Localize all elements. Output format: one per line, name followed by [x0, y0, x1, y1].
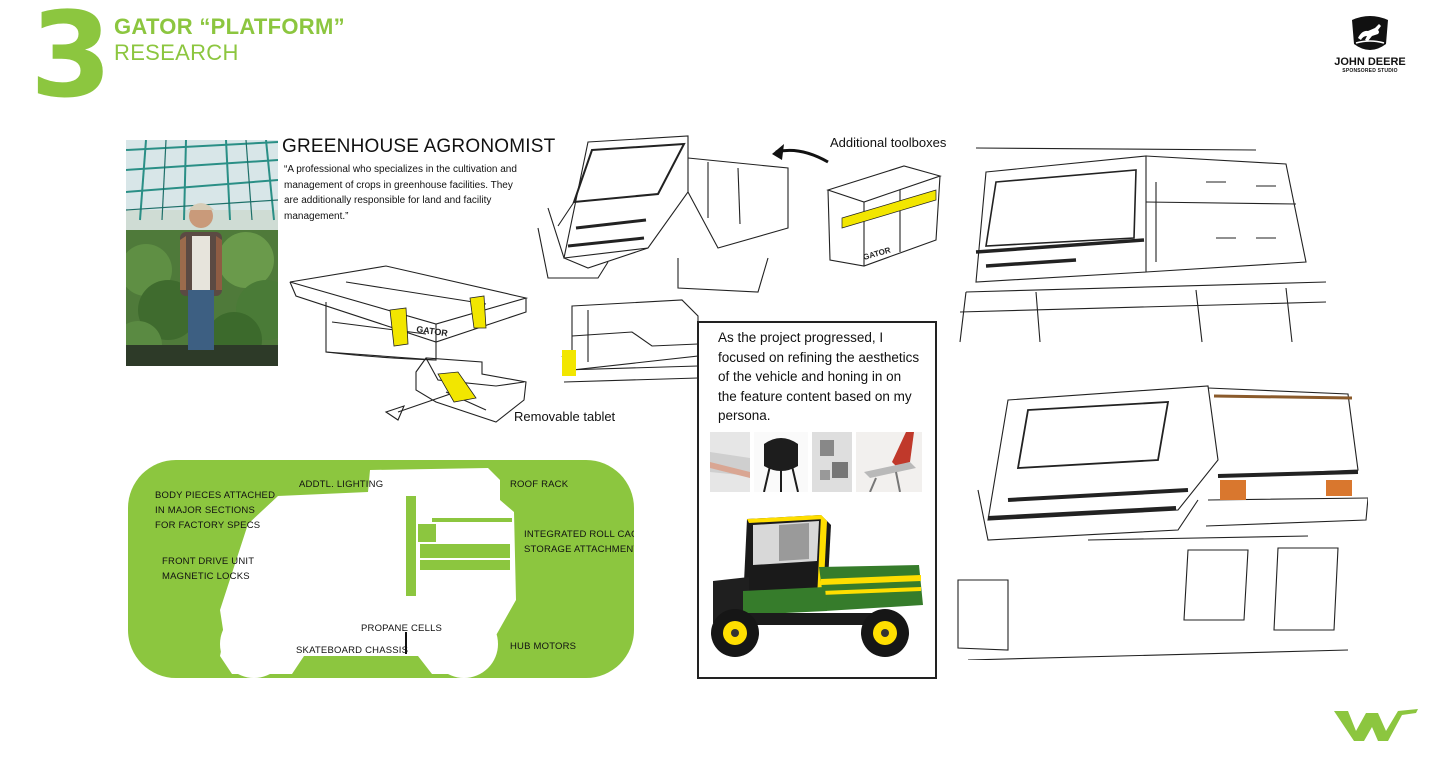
section-number: 3: [30, 0, 112, 124]
body-pieces-label: BODY PIECES ATTACHED IN MAJOR SECTIONS F…: [155, 490, 276, 531]
arrow-icon: [770, 142, 830, 168]
persona-photo: [126, 140, 278, 366]
vehicle-render-sketch: [948, 380, 1368, 660]
chassis-diagram-panel: BODY PIECES ATTACHED IN MAJOR SECTIONS F…: [128, 460, 634, 678]
lighting-label: ADDTL. LIGHTING: [299, 479, 384, 490]
persona-quote: “A professional who specializes in the c…: [284, 164, 517, 222]
gator-vehicle-photo: [711, 515, 923, 657]
hub-motors-label: HUB MOTORS: [510, 641, 577, 652]
propane-label: PROPANE CELLS: [361, 623, 443, 634]
toolboxes-label: Additional toolboxes: [830, 135, 947, 150]
logo-sub-text: SPONSORED STUDIO: [1342, 68, 1398, 74]
vehicle-silhouette: [220, 468, 516, 678]
page-subtitle: RESEARCH: [114, 40, 239, 65]
project-note-card: As the project progressed, I focused on …: [697, 321, 937, 679]
roof-rack-label: ROOF RACK: [510, 479, 569, 490]
tablet-label: Removable tablet: [514, 409, 616, 424]
material-thumbnail-4: [856, 432, 922, 492]
truck-bed-sketch: GATOR: [286, 262, 536, 432]
roll-cage-label: INTEGRATED ROLL CAGE STORAGE ATTACHMENTS: [524, 529, 634, 555]
svg-text:GATOR: GATOR: [416, 324, 449, 338]
front-drive-label: FRONT DRIVE UNIT MAGNETIC LOCKS: [162, 556, 255, 582]
logo-brand-text: JOHN DEERE: [1334, 56, 1406, 68]
cab-perspective-sketch: [528, 128, 798, 298]
skateboard-label: SKATEBOARD CHASSIS: [296, 645, 409, 656]
persona-heading: GREENHOUSE AGRONOMIST: [282, 136, 556, 157]
material-thumbnail-1: [710, 432, 750, 492]
deer-emblem-icon: [1352, 16, 1388, 50]
studio-mark-icon: [1332, 705, 1420, 745]
material-thumbnail-2: [754, 432, 808, 492]
vehicle-side-sketch: [956, 142, 1336, 352]
page-title: GATOR “PLATFORM”: [114, 14, 345, 39]
toolbox-sketch: GATOR: [824, 160, 944, 270]
project-note-text: As the project progressed, I focused on …: [718, 330, 920, 423]
material-thumbnail-3: [812, 432, 852, 492]
svg-text:GATOR: GATOR: [862, 245, 892, 261]
side-bed-sketch: [552, 296, 702, 396]
john-deere-logo: JOHN DEERE SPONSORED STUDIO: [1330, 14, 1410, 74]
